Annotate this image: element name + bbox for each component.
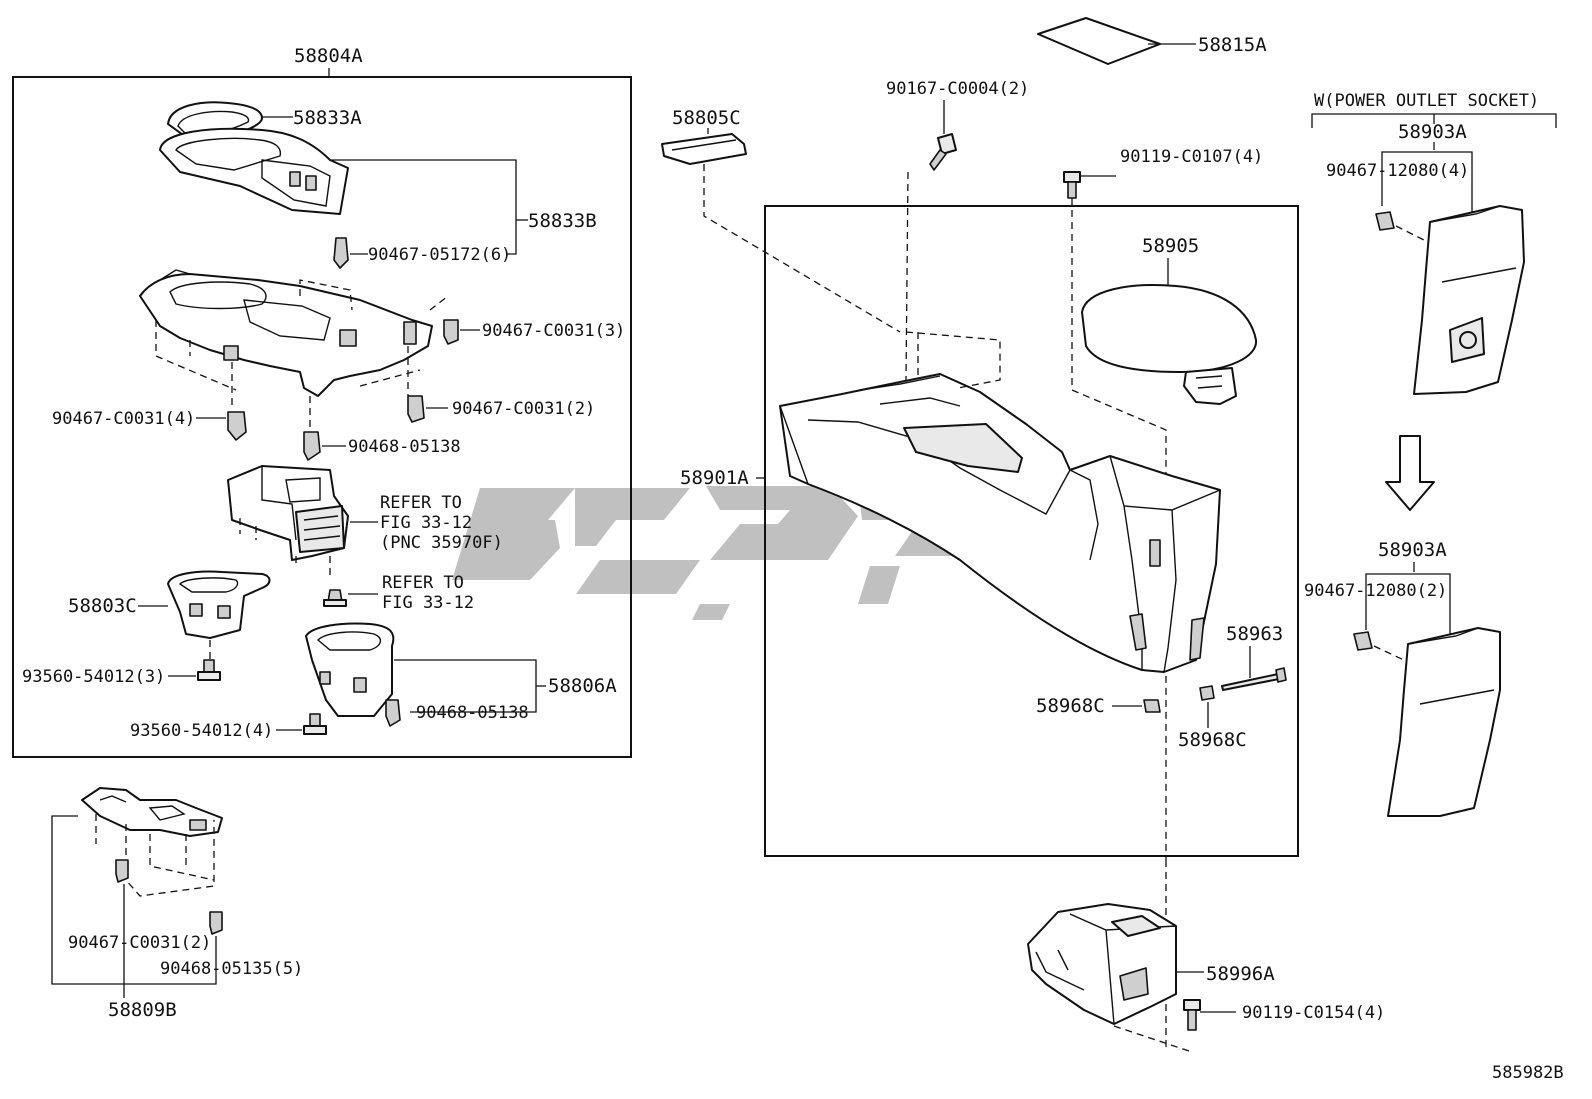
clip-90468-05138b (385, 699, 401, 727)
label-58803C: 58803C (68, 595, 137, 617)
box-58804A: 58804A 58833A 58833B 90467-05172(6) (12, 45, 632, 758)
label-58968C-a: 58968C (1036, 695, 1105, 717)
down-arrow-icon (1385, 435, 1435, 511)
part-58805C (661, 133, 747, 165)
label-90467-05172: 90467-05172(6) (368, 245, 511, 265)
box-frame-58901A (764, 205, 1299, 857)
part-58905 (1081, 284, 1258, 405)
label-refer1-l2: FIG 33-12 (380, 513, 472, 533)
label-58806A: 58806A (548, 675, 617, 697)
part-console-trim (139, 269, 433, 397)
label-58903A-a: 58903A (1398, 121, 1467, 143)
screw-93560-4 (303, 713, 327, 735)
label-58996A: 58996A (1206, 963, 1275, 985)
part-58963 (1221, 667, 1287, 691)
clip-90467-C0031-4 (227, 411, 247, 441)
label-90467-12080-4: 90467-12080(4) (1326, 161, 1469, 181)
part-shift-assembly (227, 465, 349, 561)
label-90467-12080-2: 90467-12080(2) (1304, 581, 1447, 601)
part-58809B (81, 787, 223, 837)
part-58833B (159, 127, 349, 215)
part-58903A-b (1387, 627, 1501, 817)
part-58903A-a (1413, 205, 1525, 395)
part-58815A (1037, 17, 1161, 65)
label-90467-C0031-2b: 90467-C0031(2) (68, 933, 211, 953)
label-58901A: 58901A (680, 467, 749, 489)
diagram-id: 585982B (1492, 1063, 1564, 1083)
label-58809B: 58809B (108, 999, 177, 1021)
label-power-outlet-socket: W(POWER OUTLET SOCKET) (1314, 91, 1539, 111)
label-refer2-l1: REFER TO (382, 573, 464, 593)
part-58901A (779, 373, 1221, 673)
part-58996A (1027, 903, 1177, 1025)
clip-90468-05135 (209, 911, 223, 935)
clip-90467-C0031-2 (407, 395, 425, 423)
label-refer2-l2: FIG 33-12 (382, 593, 474, 613)
label-58903A-b: 58903A (1378, 539, 1447, 561)
clip-90467-12080-4 (1375, 211, 1395, 231)
clip-90467-C0031-2b (115, 859, 129, 883)
part-58968C-b (1199, 685, 1215, 701)
label-90119-C0107-4: 90119-C0107(4) (1120, 147, 1263, 167)
label-58963: 58963 (1226, 623, 1283, 645)
label-93560-54012-4: 93560-54012(4) (130, 721, 273, 741)
label-90119-C0154-4: 90119-C0154(4) (1242, 1003, 1385, 1023)
label-90467-C0031-4: 90467-C0031(4) (52, 409, 195, 429)
label-93560-54012-3: 93560-54012(3) (22, 667, 165, 687)
clip-90468-05138 (303, 431, 321, 461)
label-90468-05138a: 90468-05138 (348, 437, 461, 457)
label-refer1-l1: REFER TO (380, 493, 462, 513)
part-58803C (167, 570, 271, 639)
label-58833A: 58833A (293, 107, 362, 129)
label-58815A: 58815A (1198, 34, 1267, 56)
label-90167-C0004-2: 90167-C0004(2) (886, 79, 1029, 99)
label-58805C: 58805C (672, 107, 741, 129)
label-58833B: 58833B (528, 210, 597, 232)
label-58968C-b: 58968C (1178, 729, 1247, 751)
label-refer1-l3: (PNC 35970F) (380, 533, 503, 553)
label-90468-05138b: 90468-05138 (416, 703, 529, 723)
label-90467-C0031-2a: 90467-C0031(2) (452, 399, 595, 419)
label-90468-05135-5: 90468-05135(5) (160, 959, 303, 979)
screw-93560-3 (197, 659, 221, 681)
screw-90167 (929, 133, 957, 171)
label-58905: 58905 (1142, 235, 1199, 257)
bolt-90119-C0154 (1183, 999, 1201, 1031)
box-frame-58804A (12, 76, 632, 758)
part-58806A (305, 622, 395, 717)
bolt-90119-C0107 (1063, 171, 1081, 199)
clip-90467-05172 (333, 237, 349, 269)
screw-refer2 (323, 589, 347, 607)
clip-90467-C0031-3 (443, 319, 459, 345)
part-58968C-a (1143, 699, 1161, 713)
clip-90467-12080-2 (1353, 631, 1373, 651)
label-58804A: 58804A (294, 45, 363, 67)
label-90467-C0031-3: 90467-C0031(3) (482, 321, 625, 341)
